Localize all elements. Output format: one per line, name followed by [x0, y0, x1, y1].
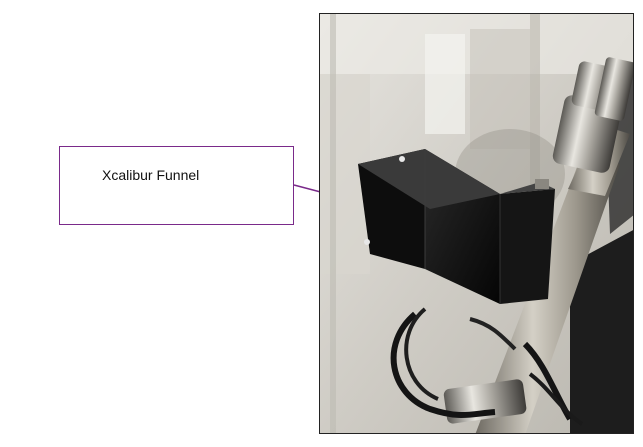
photo-illustration	[320, 14, 633, 433]
funnel-photo	[319, 13, 634, 434]
callout-label: Xcalibur Funnel	[102, 167, 200, 183]
callout-box: Xcalibur Funnel	[59, 146, 294, 225]
